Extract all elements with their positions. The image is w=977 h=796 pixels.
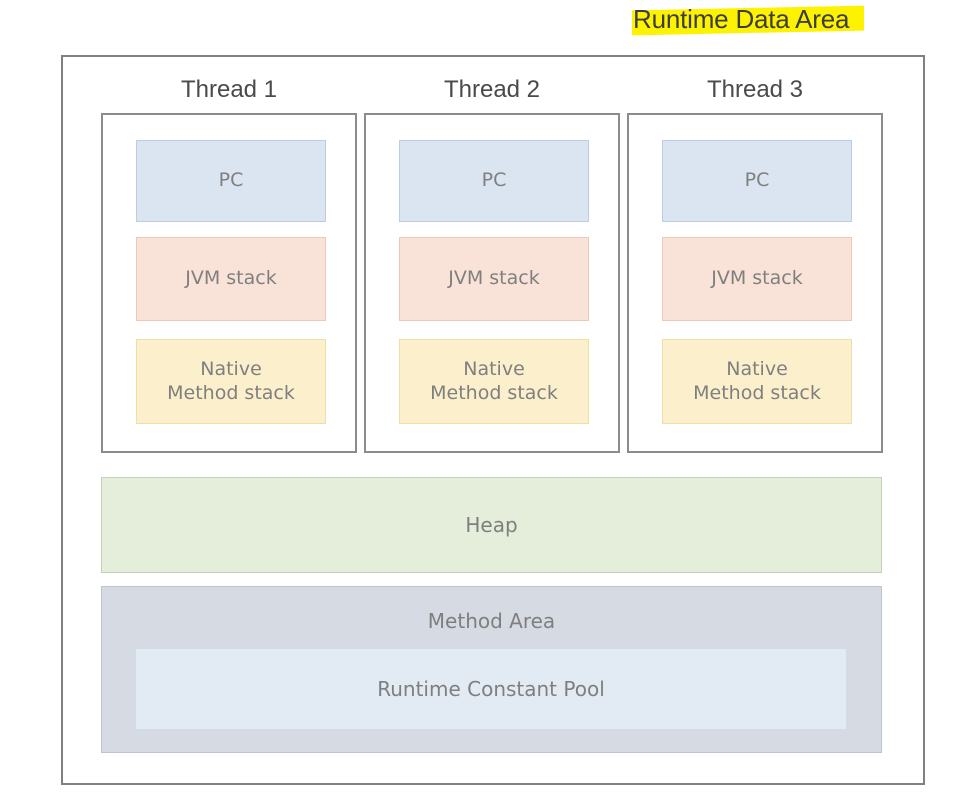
heap-label: Heap bbox=[465, 513, 518, 537]
pc-label: PC bbox=[481, 169, 507, 192]
native-line-2: Method stack bbox=[430, 381, 558, 404]
method-area-box: Method Area Runtime Constant Pool bbox=[101, 586, 882, 753]
jvm-stack-box-thread-3: JVM stack bbox=[662, 237, 852, 321]
pc-register-box-thread-1: PC bbox=[136, 140, 326, 222]
method-area-label: Method Area bbox=[427, 609, 556, 633]
jvm-stack-label: JVM stack bbox=[448, 267, 540, 290]
pc-label: PC bbox=[744, 169, 770, 192]
thread-label-3: Thread 3 bbox=[706, 76, 804, 103]
pc-register-box-thread-2: PC bbox=[399, 140, 589, 222]
jvm-stack-label: JVM stack bbox=[711, 267, 803, 290]
runtime-constant-pool-label: Runtime Constant Pool bbox=[377, 677, 605, 701]
pc-register-box-thread-3: PC bbox=[662, 140, 852, 222]
thread-label-1: Thread 1 bbox=[180, 76, 278, 103]
heap-box: Heap bbox=[101, 477, 882, 573]
native-line-2: Method stack bbox=[167, 381, 295, 404]
jvm-stack-box-thread-2: JVM stack bbox=[399, 237, 589, 321]
native-line-1: Native bbox=[726, 357, 788, 380]
diagram-title: Runtime Data Area bbox=[628, 2, 928, 38]
jvm-stack-label: JVM stack bbox=[185, 267, 277, 290]
thread-label-2: Thread 2 bbox=[443, 76, 541, 103]
jvm-stack-box-thread-1: JVM stack bbox=[136, 237, 326, 321]
native-line-1: Native bbox=[200, 357, 262, 380]
title-text: Runtime Data Area bbox=[633, 4, 850, 34]
native-line-2: Method stack bbox=[693, 381, 821, 404]
native-line-1: Native bbox=[463, 357, 525, 380]
pc-label: PC bbox=[218, 169, 244, 192]
runtime-constant-pool-box: Runtime Constant Pool bbox=[135, 648, 847, 730]
